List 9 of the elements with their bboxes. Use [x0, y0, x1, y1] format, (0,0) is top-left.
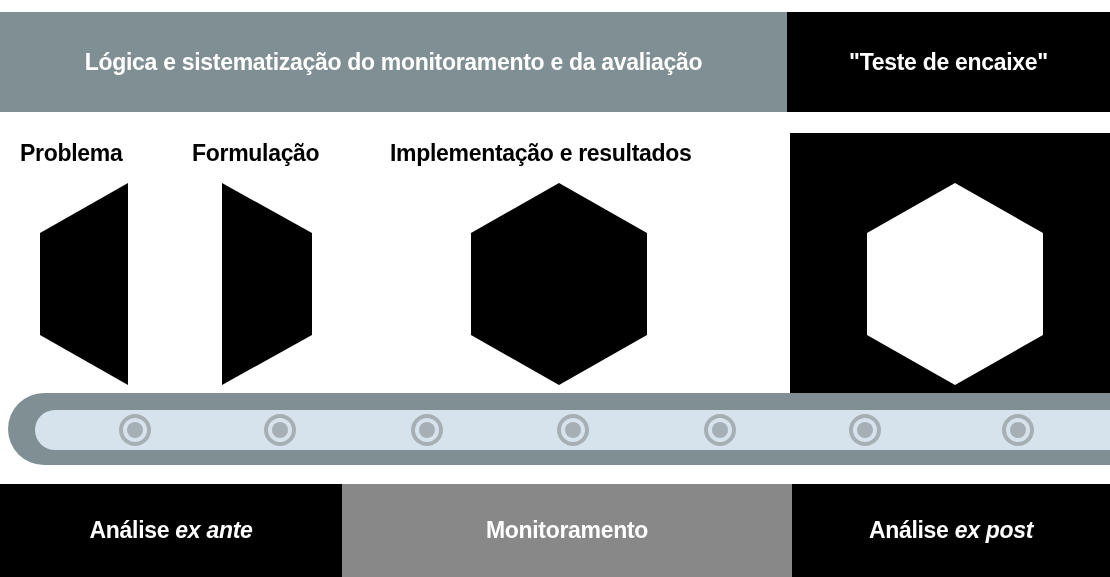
footer-band: Análise ex post: [792, 484, 1110, 577]
panel: [790, 133, 1110, 393]
heading: Formulação: [192, 140, 320, 167]
footer-band: Análise ex ante: [0, 484, 342, 577]
footer-band: Monitoramento: [342, 484, 792, 577]
heading: Problema: [20, 140, 123, 167]
header-band: Lógica e sistematização do monitoramento e da avaliação: [0, 12, 787, 112]
heading: Implementação e resultados: [390, 140, 692, 167]
header-band: "Teste de encaixe": [787, 12, 1110, 112]
